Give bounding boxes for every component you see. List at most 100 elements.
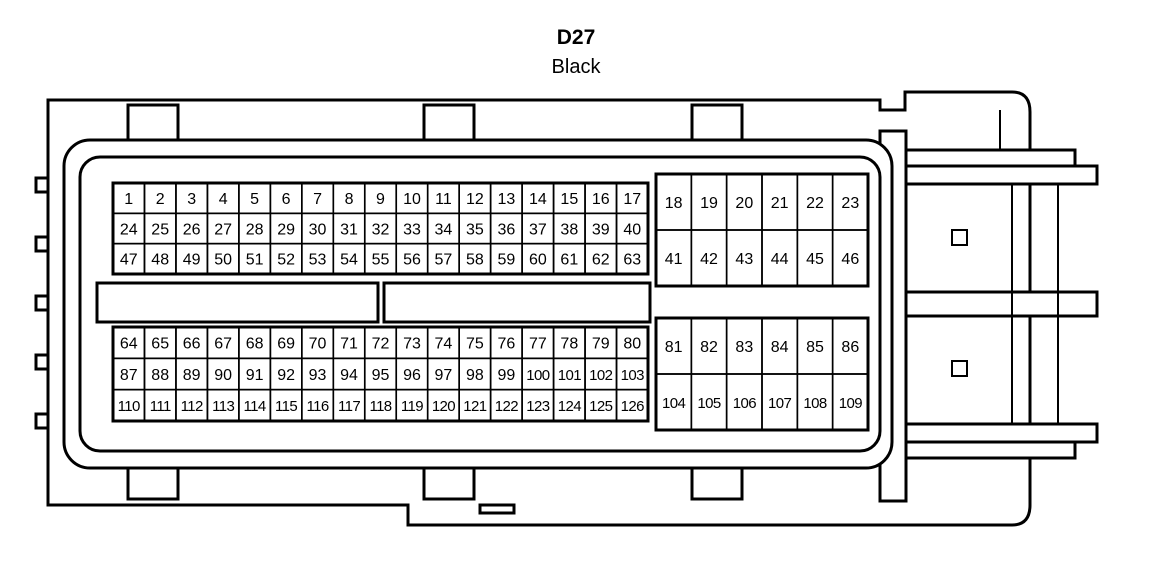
pin-cavity-46: [831, 229, 869, 287]
pin-number-55: 55: [372, 252, 390, 269]
pin-number-67: 67: [214, 335, 232, 352]
pin-number-72: 72: [372, 335, 390, 352]
pin-number-88: 88: [151, 367, 169, 384]
pin-number-111: 111: [150, 398, 171, 415]
pin-number-108: 108: [803, 395, 826, 412]
pin-number-90: 90: [214, 367, 232, 384]
pin-number-11: 11: [435, 191, 452, 208]
pin-number-9: 9: [376, 191, 385, 208]
pin-number-32: 32: [372, 221, 390, 238]
pin-number-14: 14: [529, 191, 547, 208]
latch-bar-top: [903, 148, 1077, 168]
pin-number-52: 52: [277, 252, 295, 269]
pin-number-70: 70: [309, 335, 327, 352]
pin-number-114: 114: [244, 398, 266, 415]
pin-number-123: 123: [526, 398, 549, 415]
pin-number-110: 110: [118, 398, 140, 415]
left-notch-4: [34, 353, 50, 371]
pin-number-78: 78: [560, 335, 578, 352]
pin-number-85: 85: [806, 339, 824, 356]
pin-number-61: 61: [560, 252, 578, 269]
pin-number-121: 121: [463, 398, 486, 415]
latch-square-top: [951, 229, 968, 246]
pin-number-27: 27: [214, 221, 232, 238]
pin-number-43: 43: [735, 251, 753, 268]
pin-number-65: 65: [151, 335, 169, 352]
pin-number-125: 125: [589, 398, 612, 415]
pin-number-50: 50: [214, 252, 232, 269]
pin-number-51: 51: [246, 252, 264, 269]
pin-cavity-126: [615, 388, 649, 422]
pin-number-66: 66: [183, 335, 201, 352]
pin-number-46: 46: [841, 251, 859, 268]
pin-number-36: 36: [497, 221, 515, 238]
pin-number-126: 126: [621, 398, 644, 415]
divider-slot-right: [382, 281, 652, 324]
connector-id: D27: [556, 26, 596, 49]
pin-number-105: 105: [697, 395, 720, 412]
pin-number-42: 42: [700, 251, 718, 268]
pin-number-1: 1: [124, 191, 133, 208]
pin-number-80: 80: [623, 335, 641, 352]
left-notch-2: [34, 235, 50, 253]
pin-number-47: 47: [120, 252, 138, 269]
pin-number-101: 101: [558, 367, 581, 384]
latch-bar-bottom: [903, 440, 1077, 460]
pin-number-73: 73: [403, 335, 421, 352]
pin-number-23: 23: [841, 195, 859, 212]
pin-number-117: 117: [338, 398, 360, 415]
pin-number-39: 39: [592, 221, 610, 238]
pin-number-53: 53: [309, 252, 327, 269]
pin-number-119: 119: [401, 398, 423, 415]
pin-number-104: 104: [662, 395, 685, 412]
pin-number-120: 120: [432, 398, 455, 415]
pin-number-4: 4: [219, 191, 228, 208]
divider-slot-left: [95, 281, 380, 324]
pin-number-3: 3: [187, 191, 196, 208]
pin-number-83: 83: [735, 339, 753, 356]
left-notch-1: [34, 176, 50, 194]
pin-number-45: 45: [806, 251, 824, 268]
pin-number-19: 19: [700, 195, 718, 212]
pin-number-94: 94: [340, 367, 358, 384]
pin-number-87: 87: [120, 367, 138, 384]
pin-block-left-lower: [111, 325, 650, 423]
pin-number-69: 69: [277, 335, 295, 352]
pin-number-99: 99: [497, 367, 515, 384]
pin-number-74: 74: [435, 335, 453, 352]
pin-number-30: 30: [309, 221, 327, 238]
pin-number-33: 33: [403, 221, 421, 238]
pin-number-21: 21: [771, 195, 789, 212]
pin-number-109: 109: [839, 395, 862, 412]
pin-number-26: 26: [183, 221, 201, 238]
pin-number-113: 113: [212, 398, 234, 415]
pin-number-44: 44: [771, 251, 789, 268]
pin-number-37: 37: [529, 221, 547, 238]
pin-number-60: 60: [529, 252, 547, 269]
pin-number-15: 15: [560, 191, 578, 208]
bottom-key: [478, 503, 516, 515]
pin-number-122: 122: [495, 398, 518, 415]
latch-square-bottom: [951, 360, 968, 377]
pin-number-10: 10: [403, 191, 421, 208]
pin-number-118: 118: [369, 398, 391, 415]
pin-number-77: 77: [529, 335, 547, 352]
top-tab-3: [690, 103, 744, 143]
left-notch-3: [34, 294, 50, 312]
pin-number-40: 40: [623, 221, 641, 238]
pin-number-2: 2: [156, 191, 165, 208]
pin-number-100: 100: [526, 367, 549, 384]
pin-number-79: 79: [592, 335, 610, 352]
connector-color-label: Black: [551, 56, 601, 78]
pin-number-115: 115: [275, 398, 297, 415]
pin-number-6: 6: [282, 191, 291, 208]
pin-number-16: 16: [592, 191, 610, 208]
pin-number-76: 76: [497, 335, 515, 352]
latch-bar-bottom-inner: [903, 422, 1099, 444]
pin-number-29: 29: [277, 221, 295, 238]
pin-number-89: 89: [183, 367, 201, 384]
connector-housing: [34, 90, 1099, 527]
pin-number-97: 97: [435, 367, 453, 384]
pin-cavity-63: [615, 242, 649, 275]
